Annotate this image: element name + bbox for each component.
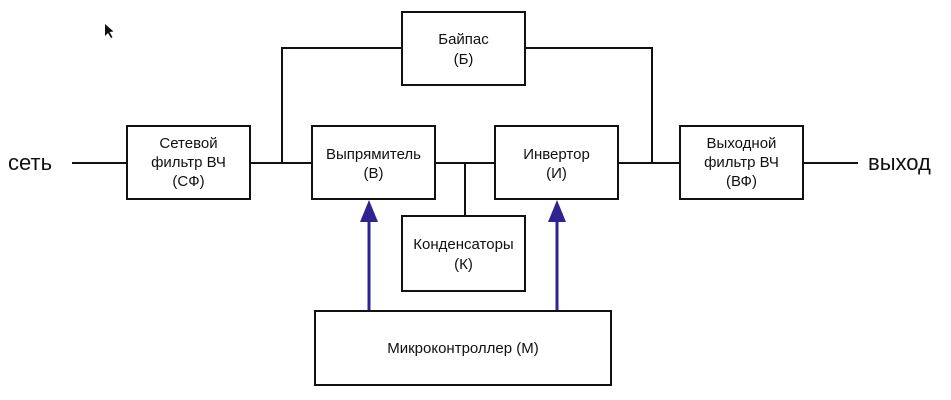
input-label: сеть <box>8 150 52 175</box>
block-bypass: Байпас (Б) <box>401 11 526 86</box>
control-arrow-inverter <box>548 200 566 311</box>
wires <box>72 47 858 216</box>
inverter-label: Инвертор <box>523 146 590 163</box>
block-line-filter: Сетевой фильтр ВЧ (СФ) <box>126 125 251 200</box>
output-label: выход <box>868 150 931 175</box>
wire-bypass-left <box>281 47 402 163</box>
control-arrow-rectifier <box>360 200 378 311</box>
output-filter-label-2: фильтр ВЧ <box>704 154 779 171</box>
line-filter-code: (СФ) <box>172 173 204 190</box>
capacitors-code: (К) <box>454 256 473 273</box>
bypass-code: (Б) <box>454 51 474 68</box>
rectifier-label: Выпрямитель <box>326 146 421 163</box>
block-microcontroller: Микроконтроллер (М) <box>314 310 612 386</box>
line-filter-label-2: фильтр ВЧ <box>151 154 226 171</box>
output-filter-code: (ВФ) <box>726 173 757 190</box>
block-output-filter: Выходной фильтр ВЧ (ВФ) <box>679 125 804 200</box>
mouse-cursor-icon <box>105 24 114 38</box>
wire-bypass-right <box>525 47 653 163</box>
output-filter-label-1: Выходной <box>707 135 777 152</box>
rectifier-code: (В) <box>364 165 384 182</box>
block-capacitors: Конденсаторы (К) <box>401 215 526 292</box>
capacitors-label: Конденсаторы <box>413 236 513 253</box>
bypass-label: Байпас <box>438 31 489 48</box>
block-rectifier: Выпрямитель (В) <box>311 125 436 200</box>
line-filter-label-1: Сетевой <box>159 135 217 152</box>
block-inverter: Инвертор (И) <box>494 125 619 200</box>
microcontroller-label: Микроконтроллер (М) <box>387 340 539 357</box>
inverter-code: (И) <box>546 165 567 182</box>
